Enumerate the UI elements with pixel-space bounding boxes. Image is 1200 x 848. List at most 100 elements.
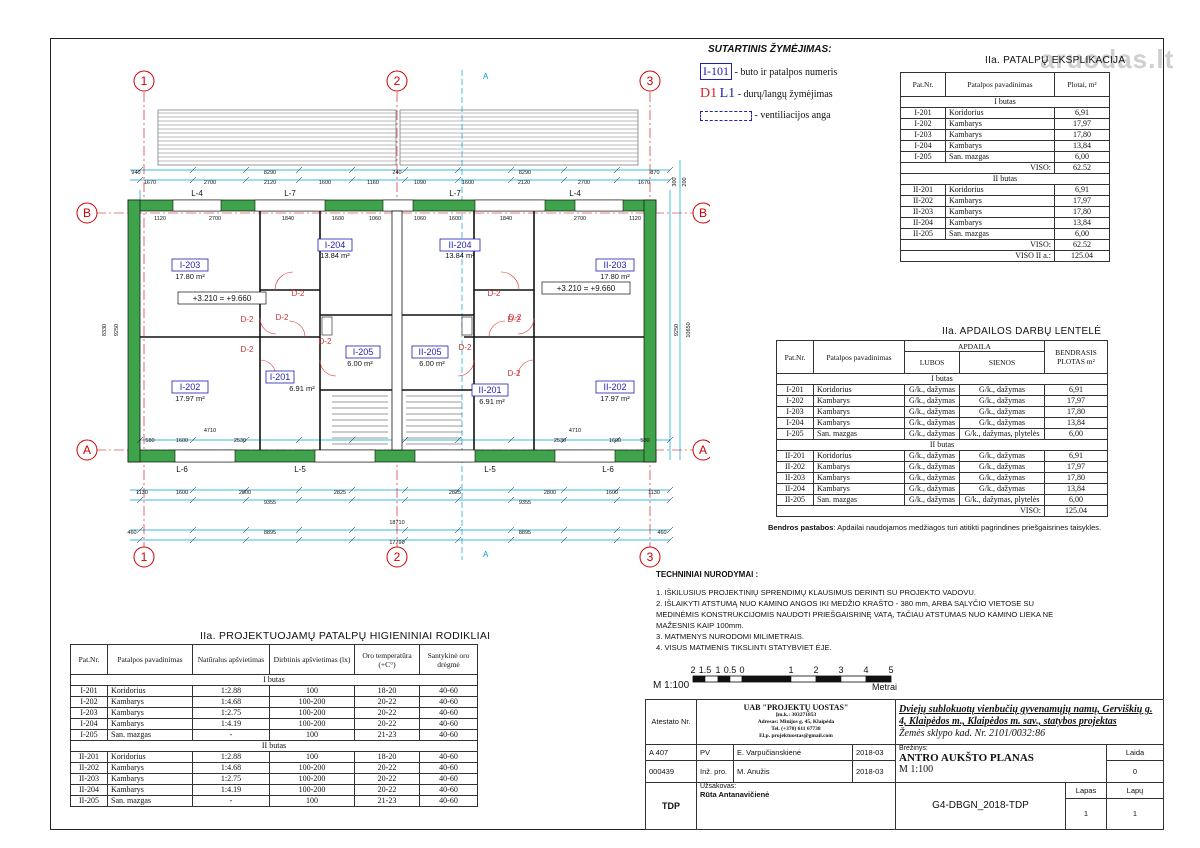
explication-table: Pat.Nr. Patalpos pavadinimas Plotai, m² …: [900, 72, 1110, 262]
dim-top-0: 940: [131, 170, 140, 176]
dim-top2-1: 2700: [204, 180, 216, 186]
tb-project-line1: Dviejų sublokuotų vienbučių gyvenamųjų n…: [899, 703, 1153, 715]
tb-company-code: Įm.k.: 303271853: [775, 711, 817, 718]
room-area-i-203: 17.80 m²: [175, 272, 205, 281]
hygiene-cell: 40-60: [419, 707, 478, 719]
finishing-header-sienos: SIENOS: [959, 351, 1045, 374]
finishing-cell: 6,91: [1044, 450, 1108, 462]
finishing-total: 125.04: [1044, 505, 1108, 517]
tb-laida: 0: [1106, 759, 1164, 783]
explication-cell: II-204: [900, 217, 946, 229]
legend-room-desc: - buto ir patalpos numeris: [734, 67, 838, 78]
hygiene-cell: II-201: [70, 751, 108, 763]
dim-bottom-1: 1600: [176, 490, 188, 496]
dim-inner-3: 1600: [332, 216, 344, 222]
finishing-cell: I-201: [776, 384, 814, 396]
hygiene-cell: 40-60: [419, 685, 478, 697]
hygiene-cell: I-202: [70, 696, 108, 708]
finishing-note-label: Bendros pastabos: [768, 523, 834, 532]
explication-cell: II-202: [900, 195, 946, 207]
tb-project-line2: 4, Klaipėdos m., Klaipėdos m. sav., stat…: [899, 715, 1117, 727]
dim-total-0: 18710: [389, 520, 404, 526]
explication-cell: II-205: [900, 228, 946, 240]
finishing-cell: 17,97: [1044, 461, 1108, 473]
room-area-ii-201: 6.91 m²: [479, 397, 505, 406]
room-tag-ii-202: II-202: [603, 382, 626, 392]
axis-label-b-left: B: [83, 206, 91, 220]
legend-vent-desc: - ventiliacijos anga: [754, 110, 831, 121]
finishing-group-1: I butas: [776, 373, 1108, 385]
door-label-3: D-2: [241, 315, 254, 324]
finishing-cell: Kambarys: [813, 461, 905, 473]
scale-label: M 1:100: [653, 680, 690, 691]
dim-total2-0: 8895: [264, 530, 276, 536]
finishing-title: IIa. APDAILOS DARBŲ LENTELĖ: [942, 326, 1102, 337]
tb-company-box: UAB "PROJEKTŲ UOSTAS" Įm.k.: 303271853 A…: [696, 699, 896, 745]
hygiene-cell: 1:2.88: [192, 685, 270, 697]
hygiene-cell: 100-200: [269, 707, 355, 719]
finishing-cell: II-202: [776, 461, 814, 473]
axis-label-3-top: 3: [647, 74, 654, 88]
hygiene-cell: II-204: [70, 784, 108, 796]
explication-cell: I-203: [900, 129, 946, 141]
hygiene-cell: -: [192, 729, 270, 741]
legend-room-row: I-101 - buto ir patalpos numeris: [700, 63, 880, 80]
finishing-cell: II-205: [776, 494, 814, 506]
dim-inner-7: 1840: [500, 216, 512, 222]
finishing-cell: G/k., dažymas: [904, 461, 960, 473]
tech-note-2: 2. IŠLAIKYTI ATSTUMĄ NUO KAMINO ANGOS IK…: [656, 599, 1034, 608]
room-tag-i-204: I-204: [325, 240, 346, 250]
room-area-i-205: 6.00 m²: [347, 359, 373, 368]
finishing-header-name: Patalpos pavadinimas: [813, 340, 905, 374]
scale-tick-4: 0: [739, 665, 744, 675]
drawing-sheet: [50, 38, 1164, 830]
finishing-cell: 17,80: [1044, 472, 1108, 484]
door-label-4: D-2: [241, 345, 254, 354]
explication-header-area: Plotai, m²: [1054, 72, 1110, 97]
dim-total2-1: 8895: [519, 530, 531, 536]
hygiene-cell: Kambarys: [107, 784, 193, 796]
hygiene-cell: II-203: [70, 773, 108, 785]
finishing-cell: G/k., dažymas: [959, 472, 1045, 484]
dim-bottom-0: 1130: [136, 490, 148, 496]
tb-lapas-label: Lapas: [1065, 781, 1107, 799]
hygiene-cell: 100-200: [269, 762, 355, 774]
axis-label-a-right: A: [699, 443, 707, 457]
axis-label-3-bottom: 3: [647, 550, 654, 564]
tb-brezinys-label: Brėžinys:: [899, 744, 928, 752]
finishing-total-label: VISO:: [776, 505, 1045, 517]
finishing-cell: G/k., dažymas: [904, 395, 960, 407]
explication-cell: II-201: [900, 184, 946, 196]
hygiene-header-artificial: Dirbtinis apšvietimas (lx): [269, 644, 355, 675]
tb-stage: TDP: [645, 781, 697, 831]
tb-row2-name: M. Anužis: [733, 759, 853, 783]
dim-side-2: 9250: [674, 324, 680, 336]
tb-lapu: 1: [1106, 797, 1164, 831]
dim-top-2: 240: [392, 170, 401, 176]
finishing-cell: I-202: [776, 395, 814, 407]
finishing-cell: G/k., dažymas: [959, 450, 1045, 462]
tb-company-tel: Tel. (+370) 611 67738: [771, 725, 821, 732]
scale-tick-2: 1: [715, 665, 720, 675]
finishing-cell: II-203: [776, 472, 814, 484]
title-block: Atestato Nr. UAB "PROJEKTŲ UOSTAS" Įm.k.…: [645, 699, 1164, 831]
hygiene-cell: 20-22: [354, 784, 420, 796]
explication-cell: 6,91: [1054, 107, 1110, 119]
room-tag-ii-205: II-205: [418, 347, 441, 357]
dim-inner-0: 1120: [154, 216, 166, 222]
hygiene-cell: 20-22: [354, 718, 420, 730]
finishing-group-2: II butas: [776, 439, 1108, 451]
hygiene-header-humidity: Santykinė oro drėgmė: [419, 644, 478, 675]
explication-cell: 6,00: [1054, 151, 1110, 163]
finishing-cell: 17,97: [1044, 395, 1108, 407]
dim-top2-7: 2120: [518, 180, 530, 186]
dim-inner-9: 1120: [629, 216, 641, 222]
finishing-cell: G/k., dažymas: [959, 406, 1045, 418]
scale-tick-3: 0.5: [724, 665, 737, 675]
axis-label-2-bottom: 2: [394, 550, 401, 564]
